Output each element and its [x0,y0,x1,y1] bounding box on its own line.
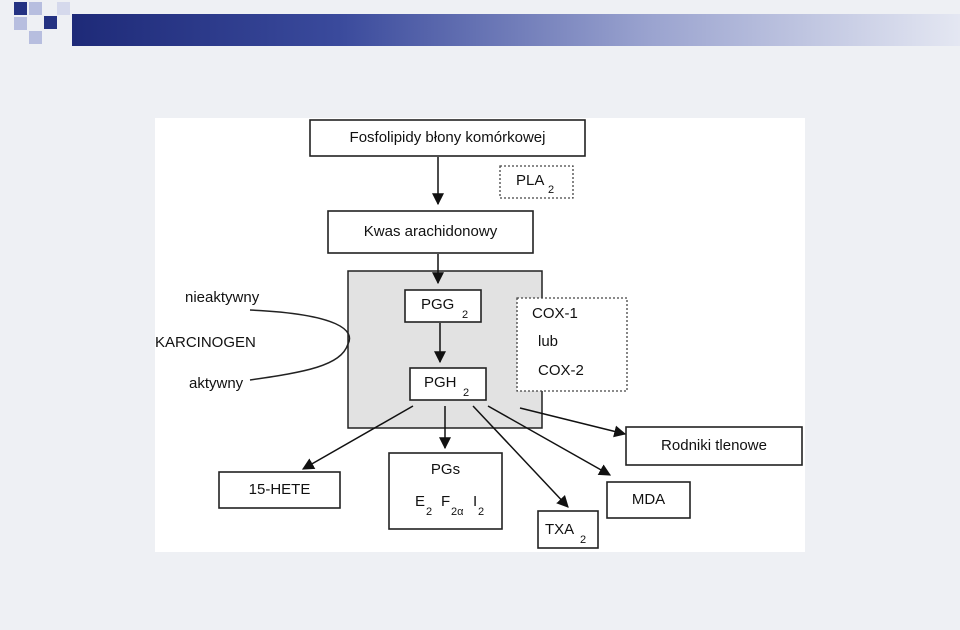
decor-square [57,2,70,15]
pgs-f-subscript: 2α [451,506,464,518]
cox-or-label: lub [538,333,559,350]
pgs-box [388,452,503,530]
pla2-subscript: 2 [548,184,555,196]
slide-header-decoration [0,0,960,60]
hete-box [218,471,341,509]
pgs-i-subscript: 2 [478,506,485,518]
pgs-title: PGs [430,461,461,478]
arachidonic-acid-pathway-diagram: Fosfolipidy błony komórkowej PLA 2 Kwas … [155,118,805,552]
txa2-label: TXA [545,521,575,538]
arrow-to-mda [487,405,612,476]
cox2-label: COX-2 [538,362,584,379]
pgh2-subscript: 2 [463,387,470,399]
decor-square [44,16,57,29]
decor-square [29,31,42,44]
pgg2-box [404,289,482,323]
carcinogen-curve [249,309,351,381]
arrow-to-txa2 [472,405,569,508]
txa2-subscript: 2 [580,534,587,546]
pla2-label: PLA [516,172,545,189]
phospholipids-label: Fosfolipidy błony komórkowej [349,129,546,146]
hete-label: 15-HETE [248,481,311,498]
phospholipids-box [309,119,586,157]
mda-label: MDA [631,491,666,508]
pgs-e-label: E [415,493,426,510]
pgh2-box [409,367,487,401]
header-gradient-band [72,14,960,46]
decor-square [29,2,42,15]
decor-square [14,2,27,15]
cox-box [516,297,628,392]
decor-square [14,17,27,30]
carcinogen-label: KARCINOGEN [155,334,256,351]
arrow-to-hete [301,405,414,470]
arrow-to-radicals [519,407,627,438]
inactive-label: nieaktywny [185,289,260,306]
mda-box [606,481,691,519]
cox1-label: COX-1 [532,305,578,322]
pgs-e-subscript: 2 [426,506,433,518]
pla2-box [499,165,574,199]
pgg2-label: PGG [421,296,455,313]
pgs-f-label: F [441,493,451,510]
arachidonic-label: Kwas arachidonowy [363,223,498,240]
active-label: aktywny [189,375,244,392]
radicals-label: Rodniki tlenowe [661,437,767,454]
diagram-graphics [218,119,803,549]
radicals-box [625,426,803,466]
txa2-box [537,510,599,549]
pgs-i-label: I [473,493,478,510]
pgg2-subscript: 2 [462,309,469,321]
pgh2-label: PGH [424,374,457,391]
arachidonic-box [327,210,534,254]
